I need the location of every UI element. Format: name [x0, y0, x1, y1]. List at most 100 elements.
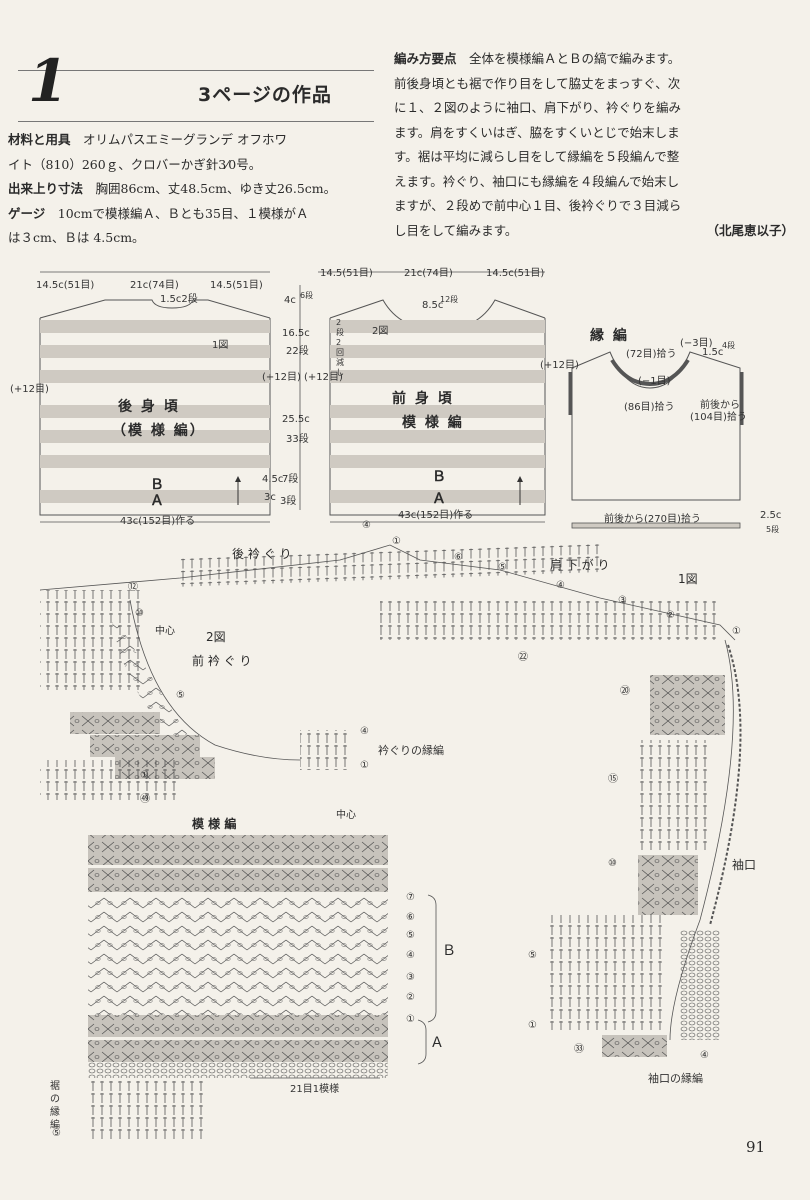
row-marker: ⑩: [608, 858, 617, 869]
instructions-line8: し目をして編みます。: [394, 222, 518, 238]
back-neck-label: 後 衿 ぐ り: [232, 547, 292, 561]
front-neck-dim: 8.5c: [422, 300, 444, 311]
back-body-diagram: [39, 271, 271, 523]
back-label-b: Ｂ: [150, 477, 166, 493]
chart-fig2-label: 2図: [206, 630, 226, 644]
instructions-line2: 前後身頃とも裾で作り目をして脇丈をまっすぐ、次: [394, 75, 681, 91]
row-marker: ⑤: [498, 562, 507, 573]
row-marker: ⑤: [176, 690, 185, 701]
edging-hem-height: 2.5c: [760, 510, 782, 521]
edging-1-5c: 1.5c: [702, 347, 724, 358]
dim-4-5c: 4.5c: [262, 474, 284, 485]
pattern-label-b: Ｂ: [442, 943, 456, 959]
pattern-repeat-label: 21目1模様: [290, 1084, 340, 1095]
row-marker: ①: [140, 770, 149, 781]
front-label-b: Ｂ: [432, 469, 448, 485]
row-marker: ⑤: [52, 1128, 61, 1139]
front-shoulder-decrease: 2段 2回 減し: [336, 318, 344, 377]
row-marker: ⑥: [406, 912, 415, 923]
row-marker: ④: [360, 726, 369, 737]
row-marker: ⑤: [528, 950, 537, 961]
mid-side-right: (+12目): [304, 372, 343, 383]
dim-4c-rows: 6段: [300, 291, 314, 300]
back-body-pattern: （模 様 編）: [112, 423, 206, 439]
sleeve-edging-label: 袖口の縁編: [648, 1072, 703, 1085]
row-marker: ㉒: [518, 652, 528, 663]
row-marker: ①: [528, 1020, 537, 1031]
row-marker: ①: [732, 626, 741, 637]
page-number: 91: [746, 1138, 766, 1156]
row-marker: ③: [406, 972, 415, 983]
row-marker: ⑤: [406, 930, 415, 941]
edging-arm: 前後から: [700, 400, 740, 411]
instructions-block: 編み方要点 全体を模様編ＡとＢの縞で編みます。 前後身頃とも裾で作り目をして脇丈…: [394, 47, 794, 243]
gauge-line2: は３cm、Ｂは 4.5cm。: [8, 230, 145, 245]
back-neck-dim: 1.5c2段: [160, 294, 198, 305]
instructions-line1: 全体を模様編ＡとＢの縞で編みます。: [469, 51, 681, 66]
instructions-label: 編み方要点: [394, 51, 457, 66]
center-label-2: 中心: [336, 810, 356, 821]
sleeve-label: 袖口: [732, 858, 757, 872]
neck-edging-label: 衿ぐりの縁編: [378, 744, 444, 757]
row-marker: ⑦: [406, 892, 415, 903]
dim-3c: 3c: [264, 492, 276, 503]
edging-minus3: (−3目): [680, 338, 713, 349]
row-marker: ②: [666, 610, 675, 621]
row-marker: ①: [406, 1014, 415, 1025]
front-body-pattern: 模 様 編: [402, 415, 464, 431]
author: （北尾恵以子）: [706, 222, 794, 238]
hem-edging-label: 裾の縁編: [50, 1081, 60, 1131]
edging-hem-rows: 5段: [766, 525, 780, 534]
edging-title: 縁 編: [590, 328, 629, 344]
materials-label: 材料と用具: [8, 132, 71, 147]
row-marker: ⑥: [454, 552, 463, 563]
instructions-line6: えます。衿ぐり、袖口にも縁編を４段編んで始末し: [394, 173, 680, 189]
front-neck-rows: 12段: [440, 295, 459, 304]
edging-hem: 前後から(270目)拾う: [604, 514, 701, 525]
front-body-diagram: [299, 271, 546, 523]
gauge-label: ゲージ: [8, 205, 46, 221]
back-fig-label: 1図: [212, 340, 229, 351]
materials-block: 材料と用具 オリムパスエミーグランデ オフホワ イト（810）260ｇ、クロバー…: [8, 128, 376, 251]
front-top-left-dim: 14.5(51目): [320, 268, 373, 279]
row-marker: ㊾: [140, 794, 150, 805]
edging-diagram: [568, 351, 744, 529]
edging-plus12: (+12目): [540, 360, 579, 371]
row-marker: ③: [618, 595, 627, 606]
center-label-1: 中心: [155, 626, 175, 637]
row-marker: ㉝: [574, 1044, 584, 1055]
instructions-line5: す。裾は平均に減らし目をして縁編を５段編んで整: [394, 149, 680, 164]
front-body-name: 前 身 頃: [392, 391, 454, 407]
edging-1-5c-rows: 4段: [722, 341, 736, 350]
back-top-right-dim: 14.5(51目): [210, 280, 263, 291]
size-text: 胸囲86cm、丈48.5cm、ゆき丈26.5cm。: [95, 181, 337, 196]
instructions-line7: ますが、２段めで前中心１目、後衿ぐりで３目減ら: [394, 198, 682, 213]
mid-side-left: (+12目): [262, 372, 301, 383]
back-top-center-dim: 21c(74目): [130, 280, 179, 291]
row-marker: ⑫: [128, 582, 138, 593]
front-top-center-dim: 21c(74目): [404, 268, 453, 279]
instructions-line4: ます。肩をすくいはぎ、脇をすくいとじで始末しま: [394, 124, 680, 140]
front-bottom-dim: 43c(152目)作る: [398, 510, 474, 521]
back-label-a: Ａ: [150, 493, 166, 509]
dim-3c-rows: 3段: [280, 496, 297, 507]
front-neck-label: 前 衿 ぐ り: [192, 654, 252, 668]
gauge-line1: 10cmで模様編Ａ、Ｂとも35目、１模様がＡ: [57, 205, 309, 221]
edging-minus1: (−1目): [638, 376, 671, 387]
row-marker: ⑳: [620, 686, 630, 697]
instructions-line3: に１、２図のように袖口、肩下がり、衿ぐりを編み: [394, 100, 682, 115]
back-top-left-dim: 14.5c(51目): [36, 280, 95, 291]
dim-25-5c: 25.5c: [282, 414, 310, 425]
size-label: 出来上り寸法: [8, 181, 84, 196]
back-side-increase: (+12目): [10, 384, 49, 395]
pattern-label-a: Ａ: [430, 1035, 444, 1051]
pattern-chart-graphic: [88, 835, 437, 1140]
edging-arm2: (104目)拾う: [690, 412, 747, 423]
title-box: [18, 70, 374, 122]
dim-4c: 4c: [284, 295, 296, 306]
front-top-right-dim: 14.5c(51目): [486, 268, 545, 279]
dim-16-5c-rows: 22段: [286, 346, 309, 357]
chart-fig1-label: 1図: [678, 572, 698, 586]
row-marker: ④: [362, 520, 371, 531]
